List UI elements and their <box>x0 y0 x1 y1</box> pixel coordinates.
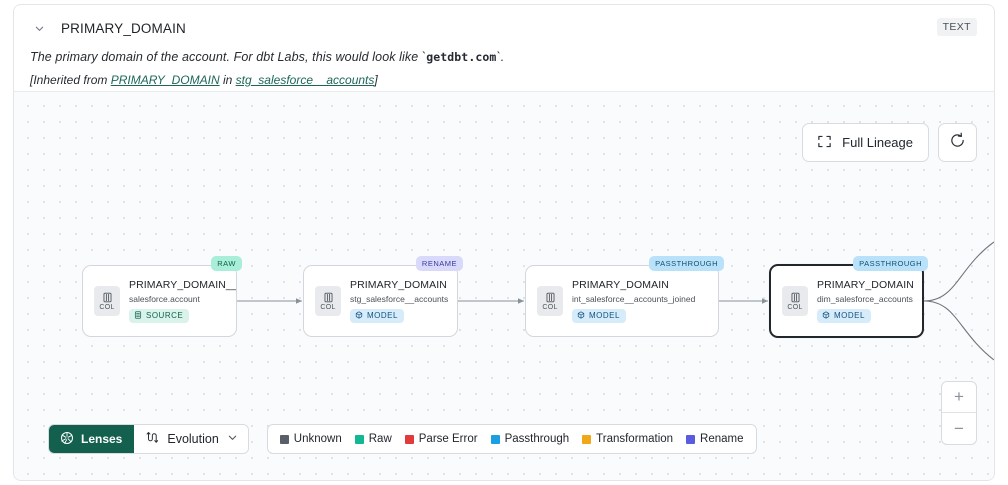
column-header: PRIMARY_DOMAIN TEXT The primary domain o… <box>14 5 994 91</box>
column-icon: COL <box>315 286 341 316</box>
zoom-out-button[interactable]: − <box>954 418 964 438</box>
evolution-dropdown[interactable]: Evolution <box>134 425 248 453</box>
column-chip-label: COL <box>99 303 115 311</box>
node-badge-label: SOURCE <box>146 311 184 320</box>
expand-icon <box>817 134 832 152</box>
column-chip-label: COL <box>320 303 336 311</box>
node-tag: PASSTHROUGH <box>853 256 928 271</box>
canvas-toolbar: Full Lineage <box>802 123 977 162</box>
node-tag: RAW <box>211 256 242 271</box>
column-chip-label: COL <box>542 303 558 311</box>
node-type-badge: SOURCE <box>129 308 190 323</box>
cube-icon <box>577 311 585 321</box>
node-title: PRIMARY_DOMAIN <box>817 278 914 291</box>
lenses-label: Lenses <box>81 432 123 446</box>
node-tag: PASSTHROUGH <box>649 256 724 271</box>
lineage-node-dim-salesforce-accounts[interactable]: PASSTHROUGH COL PRIMARY_DOMAIN dim_sales… <box>769 256 928 338</box>
lineage-node-int-salesforce-accounts-joined[interactable]: PASSTHROUGH COL PRIMARY_DOMAIN int_sales… <box>525 256 724 337</box>
chevron-down-icon <box>227 432 238 446</box>
legend-swatch <box>490 434 500 444</box>
lenses-button[interactable]: Lenses <box>49 425 135 453</box>
legend-label: Parse Error <box>418 433 478 445</box>
refresh-button[interactable] <box>938 123 977 162</box>
lineage-legend: Unknown Raw Parse Error Passthrough Tran… <box>266 424 757 454</box>
node-tag: RENAME <box>415 256 463 271</box>
node-badge-label: MODEL <box>834 311 865 320</box>
legend-label: Raw <box>368 433 392 445</box>
legend-item: Passthrough <box>490 433 570 445</box>
legend-label: Rename <box>700 433 744 445</box>
page-title: PRIMARY_DOMAIN <box>61 20 186 36</box>
zoom-in-button[interactable]: + <box>942 382 976 413</box>
legend-item: Unknown <box>279 433 342 445</box>
node-type-badge: MODEL <box>350 308 404 323</box>
aperture-icon <box>60 431 74 448</box>
column-detail-card: PRIMARY_DOMAIN TEXT The primary domain o… <box>13 4 995 481</box>
node-badge-label: MODEL <box>367 311 398 320</box>
node-subtitle: salesforce.account <box>129 293 200 304</box>
inherited-column-link[interactable]: PRIMARY_DOMAIN <box>110 73 220 87</box>
node-body: PRIMARY_DOMAIN__C salesforce.account SOU… <box>129 279 236 324</box>
description-text: The primary domain of the account. For d… <box>30 50 427 64</box>
node-body: PRIMARY_DOMAIN int_salesforce__accounts_… <box>572 279 695 324</box>
cube-icon <box>355 311 363 321</box>
legend-swatch <box>582 434 592 444</box>
description-code: getdbt.com <box>426 50 497 64</box>
lineage-edges <box>237 241 994 361</box>
node-subtitle: stg_salesforce__accounts <box>350 293 449 304</box>
full-lineage-button[interactable]: Full Lineage <box>802 123 929 162</box>
legend-item: Rename <box>686 433 744 445</box>
node-badge-label: MODEL <box>589 311 620 320</box>
cube-icon <box>822 311 830 321</box>
lineage-node-stg-salesforce-accounts[interactable]: RENAME COL PRIMARY_DOMAIN stg_salesforce… <box>303 256 463 337</box>
legend-swatch <box>354 434 364 444</box>
lineage-bottom-bar: Lenses Evolution <box>48 424 757 454</box>
legend-swatch <box>686 434 696 444</box>
node-subtitle: dim_salesforce_accounts <box>817 293 913 304</box>
node-subtitle: int_salesforce__accounts_joined <box>572 293 696 304</box>
zoom-controls: + − <box>941 381 977 445</box>
title-row: PRIMARY_DOMAIN <box>30 18 976 38</box>
legend-label: Passthrough <box>504 433 570 445</box>
column-icon: COL <box>782 286 808 316</box>
legend-swatch <box>279 434 289 444</box>
column-icon: COL <box>94 286 120 316</box>
lineage-canvas[interactable]: RAW COL PRIMARY_DOMAIN__C salesforce.acc… <box>14 91 994 480</box>
legend-label: Transformation <box>596 433 674 445</box>
node-title: PRIMARY_DOMAIN__C <box>129 278 236 291</box>
database-icon <box>134 310 142 321</box>
node-type-badge: MODEL <box>572 308 626 323</box>
column-description: The primary domain of the account. For d… <box>30 50 976 64</box>
type-badge: TEXT <box>936 18 977 36</box>
node-type-badge: MODEL <box>817 308 871 323</box>
legend-item: Transformation <box>582 433 673 445</box>
chevron-down-icon[interactable] <box>30 19 48 37</box>
inherited-model-link[interactable]: stg_salesforce__accounts <box>235 73 375 87</box>
inherited-prefix: [Inherited from <box>30 73 111 87</box>
description-suffix: `. <box>496 50 505 64</box>
inherited-suffix: ] <box>374 73 378 87</box>
node-body: PRIMARY_DOMAIN dim_salesforce_accounts M… <box>817 279 914 324</box>
legend-item: Raw <box>354 433 392 445</box>
evolution-icon <box>145 431 159 448</box>
inherited-from-note: [Inherited from PRIMARY_DOMAIN in stg_sa… <box>30 73 976 87</box>
column-icon: COL <box>537 286 563 316</box>
evolution-label: Evolution <box>167 432 219 446</box>
legend-item: Parse Error <box>404 433 478 445</box>
lineage-node-salesforce-account[interactable]: RAW COL PRIMARY_DOMAIN__C salesforce.acc… <box>82 256 242 337</box>
node-title: PRIMARY_DOMAIN <box>350 278 447 291</box>
node-title: PRIMARY_DOMAIN <box>572 278 669 291</box>
legend-label: Unknown <box>293 433 342 445</box>
node-body: PRIMARY_DOMAIN stg_salesforce__accounts … <box>350 279 448 324</box>
lens-control-group: Lenses Evolution <box>48 424 249 454</box>
full-lineage-label: Full Lineage <box>842 135 913 150</box>
refresh-icon <box>949 132 966 154</box>
legend-swatch <box>404 434 414 444</box>
column-chip-label: COL <box>787 303 803 311</box>
inherited-middle: in <box>219 73 236 87</box>
